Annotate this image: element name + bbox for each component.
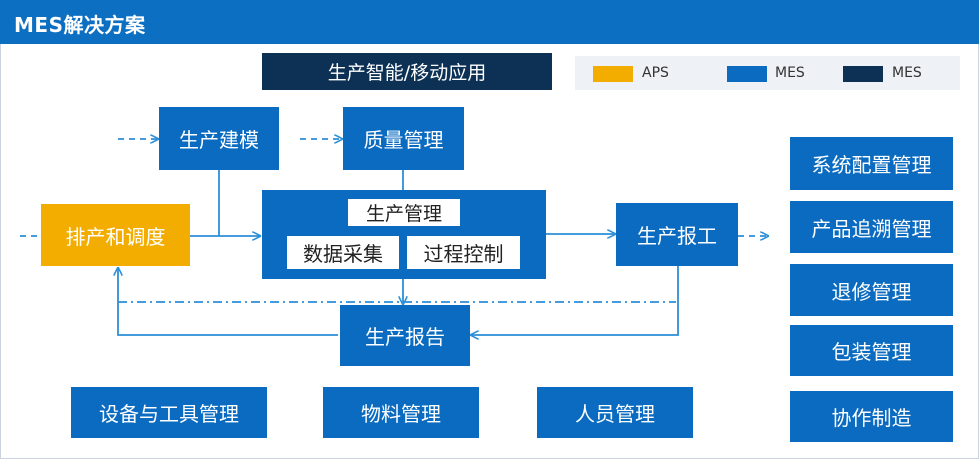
collaboration-label: 协作制造 xyxy=(831,406,912,430)
production-report-label: 生产报告 xyxy=(365,325,445,349)
traceability-box: 产品追溯管理 xyxy=(790,201,953,253)
legend-swatch-aps xyxy=(593,66,633,82)
scheduling-box: 排产和调度 xyxy=(41,204,190,266)
process-control-label: 过程控制 xyxy=(423,242,504,266)
personnel-label: 人员管理 xyxy=(575,402,655,426)
personnel-box: 人员管理 xyxy=(537,387,693,438)
packaging-box: 包装管理 xyxy=(790,325,953,376)
work-reporting-box: 生产报工 xyxy=(616,203,738,266)
legend-swatch-mes-dark xyxy=(843,66,883,82)
legend-label-mes-dark: MES xyxy=(892,65,922,81)
legend: APS MES MES xyxy=(575,56,960,90)
collaboration-box: 协作制造 xyxy=(790,391,953,442)
title-bar: MES解决方案 xyxy=(0,0,979,44)
mobile-app-banner-label: 生产智能/移动应用 xyxy=(327,62,487,84)
production-management-label: 生产管理 xyxy=(365,203,442,225)
process-control-box: 过程控制 xyxy=(407,236,520,269)
data-collection-box: 数据采集 xyxy=(287,236,399,269)
arrow-report-to-scheduling xyxy=(118,268,338,336)
quality-label: 质量管理 xyxy=(363,128,444,152)
system-config-box: 系统配置管理 xyxy=(790,137,953,190)
equipment-tools-box: 设备与工具管理 xyxy=(71,387,267,438)
equipment-tools-label: 设备与工具管理 xyxy=(99,402,239,426)
arrow-reporting-to-report xyxy=(471,266,679,335)
page-title: MES解决方案 xyxy=(14,13,146,37)
system-config-label: 系统配置管理 xyxy=(811,153,932,177)
production-management-label-box: 生产管理 xyxy=(348,199,460,226)
materials-label: 物料管理 xyxy=(361,402,441,426)
modeling-label: 生产建模 xyxy=(179,128,259,152)
scheduling-label: 排产和调度 xyxy=(65,224,166,249)
traceability-label: 产品追溯管理 xyxy=(811,216,932,241)
legend-label-mes: MES xyxy=(775,65,805,81)
mobile-app-banner: 生产智能/移动应用 xyxy=(262,53,552,90)
rework-label: 退修管理 xyxy=(831,279,912,304)
rework-box: 退修管理 xyxy=(790,264,953,316)
legend-label-aps: APS xyxy=(642,65,669,81)
materials-box: 物料管理 xyxy=(323,387,479,438)
production-report-box: 生产报告 xyxy=(340,305,470,366)
quality-box: 质量管理 xyxy=(343,107,464,170)
work-reporting-label: 生产报工 xyxy=(637,224,717,248)
data-collection-label: 数据采集 xyxy=(303,242,383,266)
packaging-label: 包装管理 xyxy=(831,340,912,364)
modeling-box: 生产建模 xyxy=(159,107,279,170)
legend-swatch-mes xyxy=(727,66,767,82)
